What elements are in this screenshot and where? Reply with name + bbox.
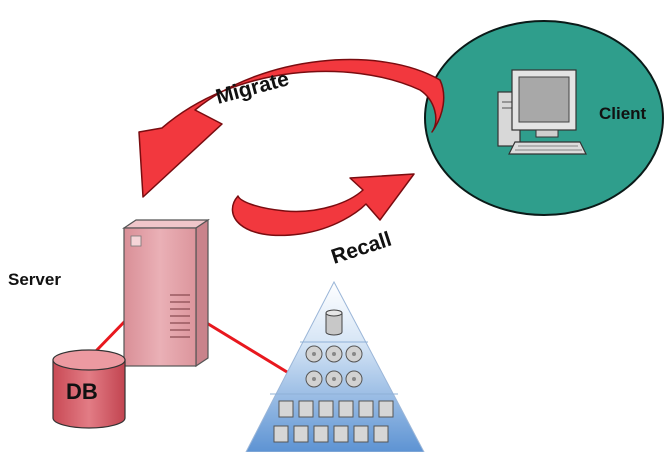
optical-disc-icon-group bbox=[305, 345, 363, 388]
storage-hierarchy-pyramid-icon bbox=[245, 280, 425, 452]
disk-drive-icon bbox=[325, 309, 343, 336]
migrate-label: Migrate bbox=[213, 67, 291, 109]
recall-label: Recall bbox=[328, 228, 394, 269]
server-label: Server bbox=[8, 270, 61, 289]
client-label: Client bbox=[599, 104, 647, 123]
db-label: DB bbox=[66, 379, 98, 404]
tower-server-icon bbox=[122, 218, 210, 368]
desktop-computer-icon bbox=[497, 69, 587, 155]
server-storage-link bbox=[204, 320, 288, 374]
tape-cartridge-icon-group bbox=[273, 400, 394, 443]
migrate-arrow bbox=[138, 58, 445, 198]
server-db-link bbox=[93, 316, 130, 354]
database-cylinder-icon bbox=[52, 349, 126, 429]
recall-arrow bbox=[231, 173, 415, 237]
